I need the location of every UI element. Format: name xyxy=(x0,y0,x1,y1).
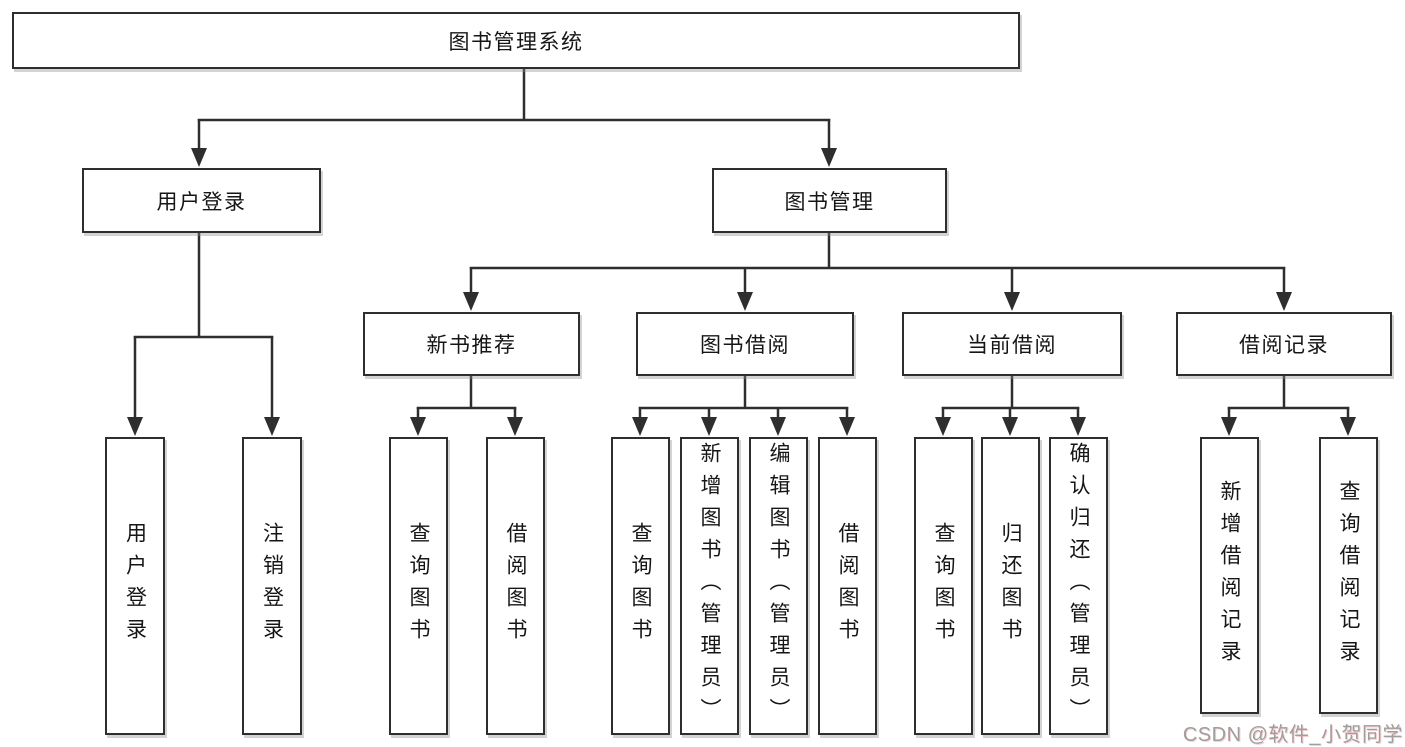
leaf-confirm-return-admin-label: 确认归还（管理员） xyxy=(1067,442,1090,730)
node-book-management: 图书管理 xyxy=(712,168,947,233)
leaf-logout: 注销登录 xyxy=(242,437,302,735)
node-book-borrow: 图书借阅 xyxy=(636,312,854,376)
leaf-edit-book-admin-label: 编辑图书（管理员） xyxy=(767,442,790,730)
node-user-login: 用户登录 xyxy=(82,168,321,233)
leaf-query-book-current: 查询图书 xyxy=(914,437,973,735)
leaf-return-book-label: 归还图书 xyxy=(999,522,1022,650)
node-root: 图书管理系统 xyxy=(12,12,1020,69)
leaf-query-book-borrow-label: 查询图书 xyxy=(629,522,652,650)
leaf-confirm-return-admin: 确认归还（管理员） xyxy=(1049,437,1108,735)
leaf-query-book-recommend: 查询图书 xyxy=(389,437,448,735)
node-new-book-recommend: 新书推荐 xyxy=(363,312,580,376)
leaf-query-borrow-record: 查询借阅记录 xyxy=(1319,437,1378,714)
leaf-borrow-book-recommend-label: 借阅图书 xyxy=(504,522,527,650)
leaf-query-book-recommend-label: 查询图书 xyxy=(407,522,430,650)
node-current-borrow: 当前借阅 xyxy=(902,312,1122,376)
leaf-borrow-book: 借阅图书 xyxy=(818,437,877,735)
arrowheads xyxy=(127,148,1356,436)
leaf-logout-label: 注销登录 xyxy=(260,522,284,650)
leaf-return-book: 归还图书 xyxy=(981,437,1040,735)
leaf-add-book-admin: 新增图书（管理员） xyxy=(680,437,739,735)
node-new-book-recommend-label: 新书推荐 xyxy=(426,334,517,357)
node-borrow-record-label: 借阅记录 xyxy=(1239,334,1329,357)
csdn-watermark: CSDN @软件_小贺同学 xyxy=(1182,724,1403,746)
leaf-borrow-book-recommend: 借阅图书 xyxy=(486,437,545,735)
node-root-label: 图书管理系统 xyxy=(448,30,584,54)
leaf-user-login: 用户登录 xyxy=(105,437,165,735)
leaf-query-borrow-record-label: 查询借阅记录 xyxy=(1337,479,1360,672)
leaf-borrow-book-label: 借阅图书 xyxy=(836,522,859,650)
node-user-login-label: 用户登录 xyxy=(156,190,247,214)
leaf-add-book-admin-label: 新增图书（管理员） xyxy=(698,442,721,730)
leaf-user-login-label: 用户登录 xyxy=(123,522,147,650)
leaf-query-book-current-label: 查询图书 xyxy=(932,522,955,650)
leaf-add-borrow-record: 新增借阅记录 xyxy=(1200,437,1259,714)
node-book-management-label: 图书管理 xyxy=(784,190,875,214)
node-current-borrow-label: 当前借阅 xyxy=(967,334,1057,357)
leaf-edit-book-admin: 编辑图书（管理员） xyxy=(749,437,808,735)
node-borrow-record: 借阅记录 xyxy=(1176,312,1392,376)
leaf-add-borrow-record-label: 新增借阅记录 xyxy=(1218,479,1241,672)
leaf-query-book-borrow: 查询图书 xyxy=(611,437,670,735)
node-book-borrow-label: 图书借阅 xyxy=(700,334,790,357)
